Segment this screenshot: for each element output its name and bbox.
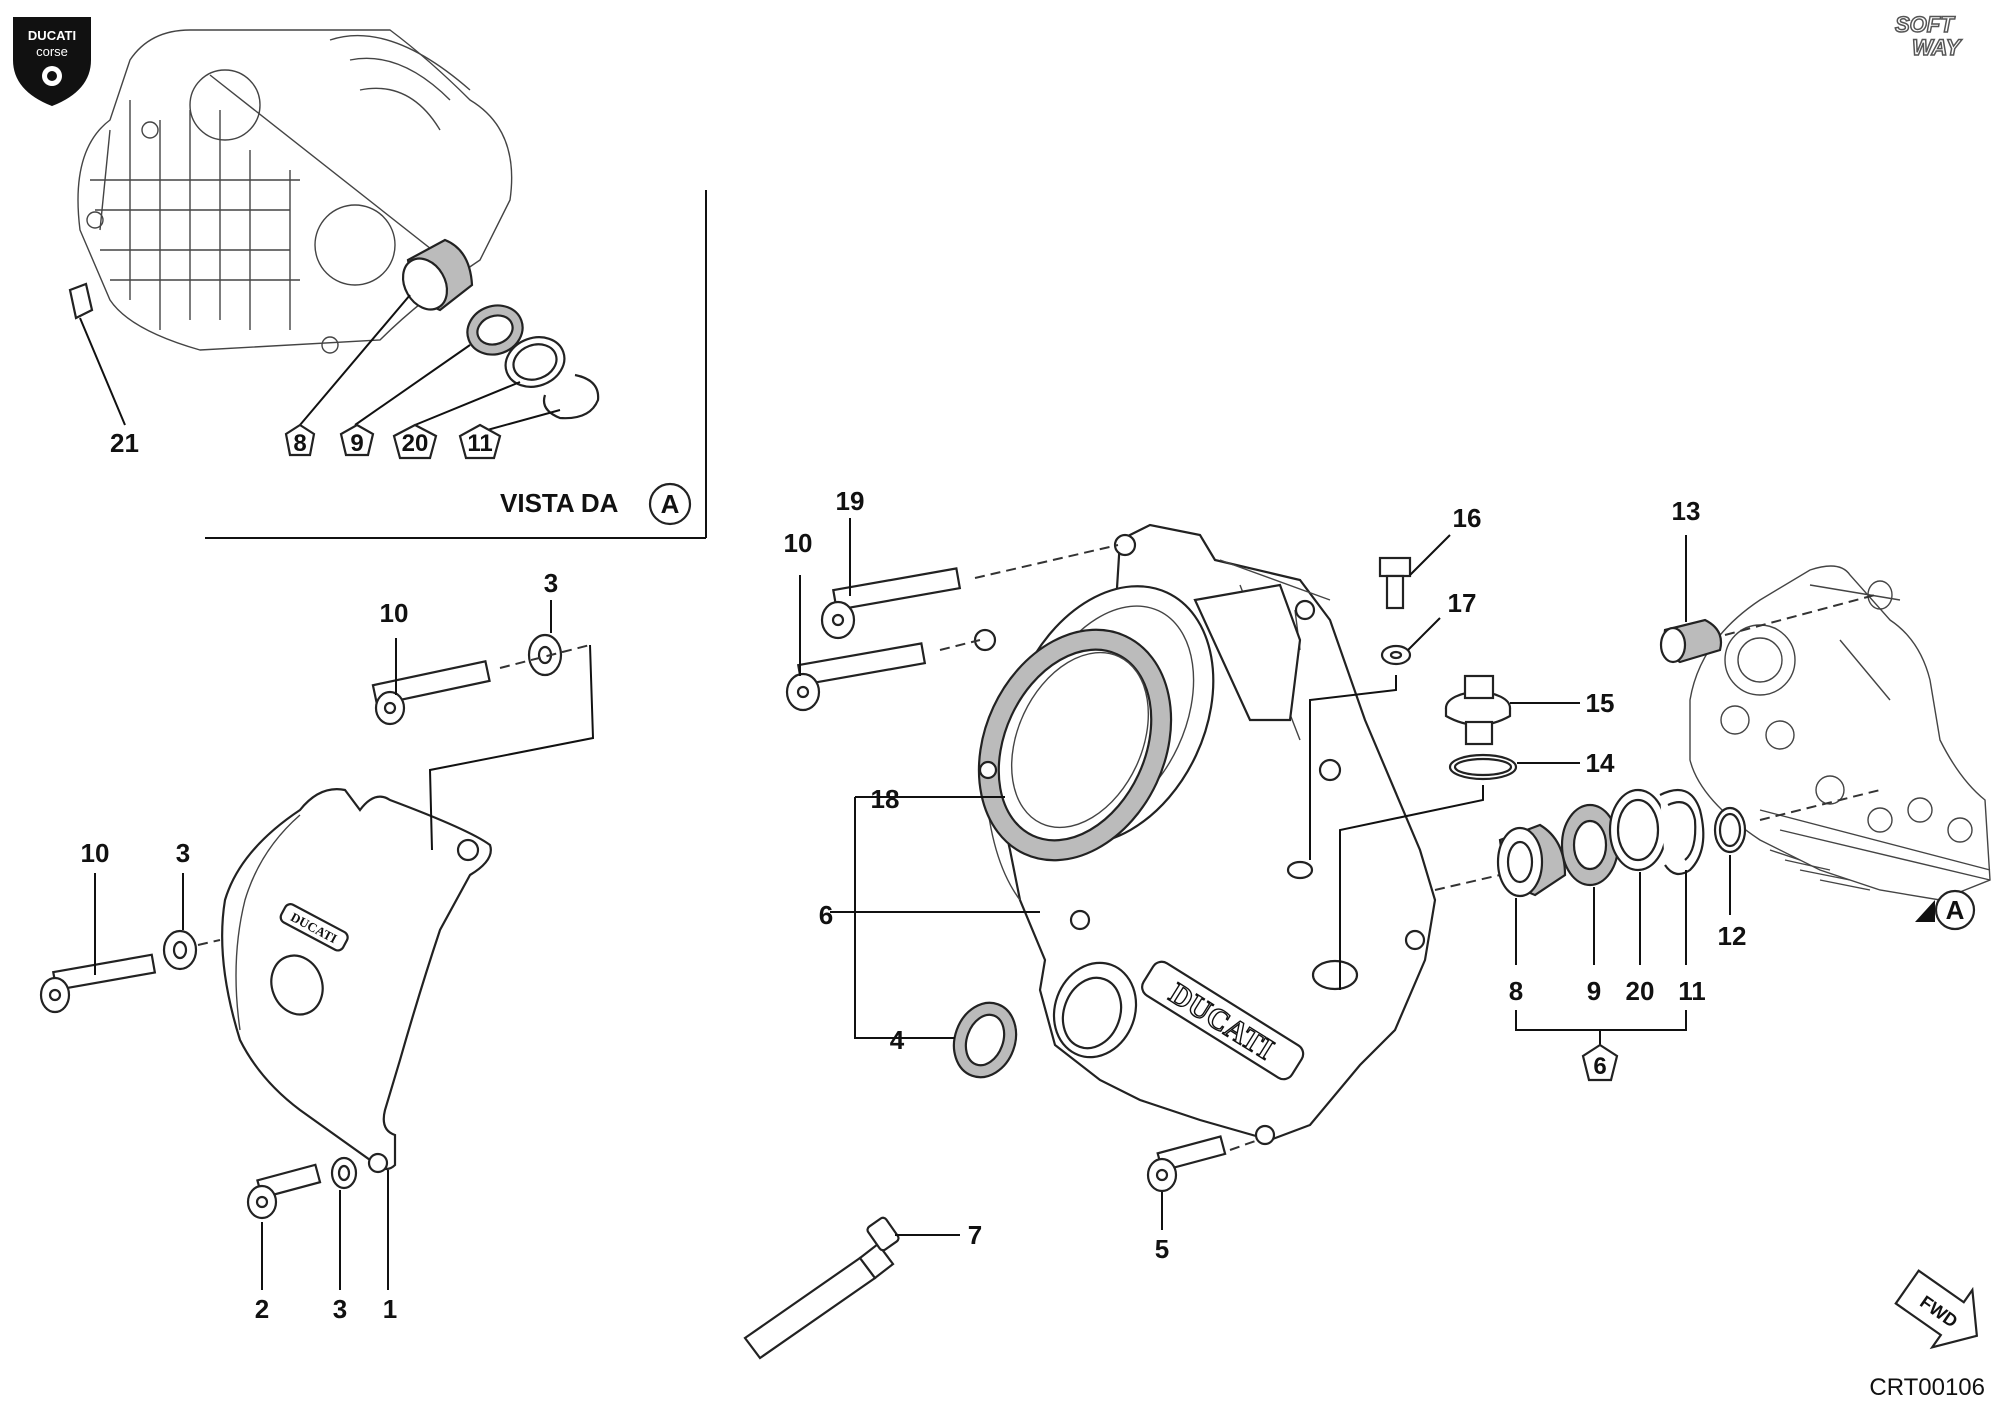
center-seal-18 [977,628,1173,862]
center-washer-17 [1380,644,1412,666]
fwd-arrow: FWD [1894,1269,1979,1350]
center-label-15: 15 [1586,688,1615,718]
right-label-11: 11 [1678,976,1706,1006]
center-bolt-19 [820,567,962,640]
inset-label-8: 8 [293,430,306,457]
softway-logo: SOFT WAY [1894,11,1963,61]
inset-caption: VISTA DA [500,488,619,518]
inset-pentagon-11 [458,423,502,460]
center-label-7: 7 [968,1220,982,1250]
inset-pentagon-9 [339,423,375,457]
center-label-4: 4 [890,1025,905,1055]
center-label-5: 5 [1155,1234,1169,1264]
grease-tube-7 [743,1216,900,1360]
center-plug-15 [1444,674,1512,746]
right-label-13: 13 [1672,496,1701,526]
right-group: A 13 12 8 9 20 11 6 [1434,496,1991,1082]
inset-caption-marker: A [661,489,680,519]
center-seal-4 [952,1001,1018,1079]
inset-bushing [401,238,474,312]
right-circlip-12 [1713,806,1747,854]
center-label-10: 10 [784,528,813,558]
right-label-6: 6 [1593,1053,1606,1080]
center-label-16: 16 [1453,503,1482,533]
ducati-corse-logo: DUCATI corse [13,17,91,107]
center-label-14: 14 [1586,748,1615,778]
left-label-10b: 10 [81,838,110,868]
inset-pentagon-8 [284,423,316,457]
right-circlip-11 [1659,788,1705,876]
drawing-code: CRT00106 [1869,1374,1985,1401]
left-bolt-10a [371,660,491,726]
left-label-3a: 3 [544,568,558,598]
softway-logo-bottom: WAY [1912,35,1963,60]
center-bolt-16 [1378,556,1412,610]
left-label-1: 1 [383,1294,397,1324]
left-label-3b: 3 [176,838,190,868]
right-label-12: 12 [1718,921,1747,951]
left-bolt-2 [246,1163,322,1220]
softway-logo-top: SOFT [1895,12,1955,37]
left-label-10a: 10 [380,598,409,628]
center-label-6: 6 [819,900,833,930]
inset-view: 21 8 9 20 11 VISTA DA A [68,29,707,539]
center-oring-14 [1448,753,1518,781]
right-ring-20 [1608,788,1668,872]
center-label-18: 18 [871,784,900,814]
inset-label-21: 21 [110,428,139,458]
center-bolt-5 [1146,1135,1227,1193]
right-ring-9 [1560,803,1620,887]
left-washer-3a [527,633,563,677]
right-bushing-8 [1496,823,1567,898]
center-bolt-10 [785,642,927,712]
inset-pentagon-20 [392,423,438,460]
center-cover-group: DUCATI [743,486,1615,1360]
right-sleeve-13 [1659,618,1723,664]
inset-label-9: 9 [350,430,363,457]
left-label-2: 2 [255,1294,269,1324]
center-label-19: 19 [836,486,865,516]
corse-logo-text: corse [36,44,68,59]
left-label-3c: 3 [333,1294,347,1324]
center-label-17: 17 [1448,588,1477,618]
left-bolt-10b [39,953,157,1014]
right-label-20: 20 [1626,976,1655,1006]
view-a-arrow: A [1915,889,1976,931]
ducati-logo-text: DUCATI [28,28,76,43]
right-label-8: 8 [1509,976,1523,1006]
left-cover-group: DUCATI [39,568,595,1324]
view-a-circle [648,482,692,526]
right-pentagon-6 [1581,1043,1619,1082]
right-label-9: 9 [1587,976,1601,1006]
right-view-marker: A [1946,895,1965,925]
left-washer-3b [162,929,198,971]
inset-label-20: 20 [402,430,429,457]
left-washer-3c [330,1156,358,1190]
inset-label-11: 11 [467,430,492,457]
